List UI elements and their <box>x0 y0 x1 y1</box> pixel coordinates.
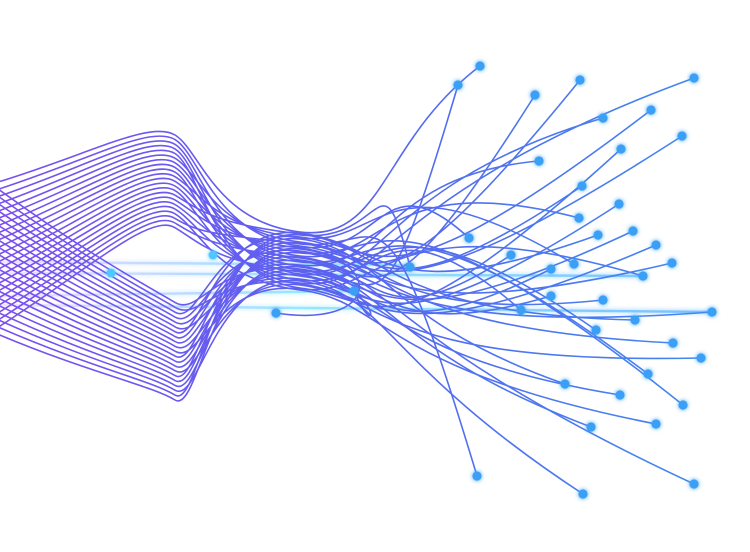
endpoint-dot <box>638 271 648 281</box>
endpoint-dot <box>586 422 596 432</box>
network-strands <box>0 65 713 495</box>
endpoint-dot <box>651 419 661 429</box>
endpoint-dot <box>689 73 699 83</box>
strand-line <box>0 241 604 358</box>
strand-line <box>0 247 512 344</box>
glow-beam <box>0 303 713 314</box>
endpoint-dot <box>534 156 544 166</box>
strand-line <box>0 65 481 234</box>
strand-line <box>0 279 584 495</box>
endpoint-dot <box>667 258 677 268</box>
strand-line <box>0 205 621 396</box>
endpoint-dot <box>453 80 463 90</box>
endpoint-dot <box>598 295 608 305</box>
endpoint-dot <box>643 369 653 379</box>
endpoint-dot <box>208 250 218 260</box>
endpoint-dot <box>591 325 601 335</box>
endpoint-dot <box>689 479 699 489</box>
endpoint-dot <box>614 199 624 209</box>
endpoint-dot <box>707 307 717 317</box>
endpoint-dot <box>696 353 706 363</box>
endpoint-dot <box>646 105 656 115</box>
strand-line <box>0 196 674 344</box>
strand-line <box>0 201 649 375</box>
strand-line <box>0 77 695 311</box>
strand-line <box>0 177 673 294</box>
endpoint-dot <box>349 286 359 296</box>
strand-line <box>0 158 580 258</box>
endpoint-dot <box>598 113 608 123</box>
strand-line <box>0 109 652 315</box>
endpoint-dot <box>530 90 540 100</box>
endpoint-dot <box>678 400 688 410</box>
strand-line <box>0 215 478 477</box>
endpoint-dot <box>106 268 116 278</box>
endpoint-dot <box>546 264 556 274</box>
endpoint-dot <box>628 226 638 236</box>
endpoint-dot <box>630 315 640 325</box>
strand-line <box>0 205 411 397</box>
endpoint-dot <box>475 61 485 71</box>
endpoint-dot <box>677 131 687 141</box>
endpoint-dot <box>271 308 281 318</box>
endpoint-dot <box>593 230 603 240</box>
strand-line <box>0 182 552 315</box>
endpoint-dot <box>506 250 516 260</box>
strand-line <box>0 135 683 320</box>
endpoint-dot <box>578 489 588 499</box>
strand-line <box>0 205 470 339</box>
strand-line <box>0 254 552 349</box>
endpoint-dot <box>575 75 585 85</box>
strand-line <box>0 219 695 485</box>
endpoint-dot <box>616 144 626 154</box>
endpoint-dot <box>569 259 579 269</box>
strand-line <box>0 191 636 321</box>
endpoint-dot <box>405 262 415 272</box>
strand-line <box>0 265 592 428</box>
endpoint-dot <box>516 305 526 315</box>
endpoint-dot <box>651 240 661 250</box>
endpoint-dot <box>668 338 678 348</box>
endpoint-dots <box>106 61 717 499</box>
endpoint-dot <box>464 233 474 243</box>
strand-line <box>0 117 604 276</box>
endpoint-dot <box>546 291 556 301</box>
strand-line <box>0 238 566 385</box>
endpoint-dot <box>577 181 587 191</box>
endpoint-dot <box>560 379 570 389</box>
strand-line <box>0 154 583 270</box>
endpoint-dot <box>472 471 482 481</box>
endpoint-dot <box>574 213 584 223</box>
endpoint-dot <box>615 390 625 400</box>
